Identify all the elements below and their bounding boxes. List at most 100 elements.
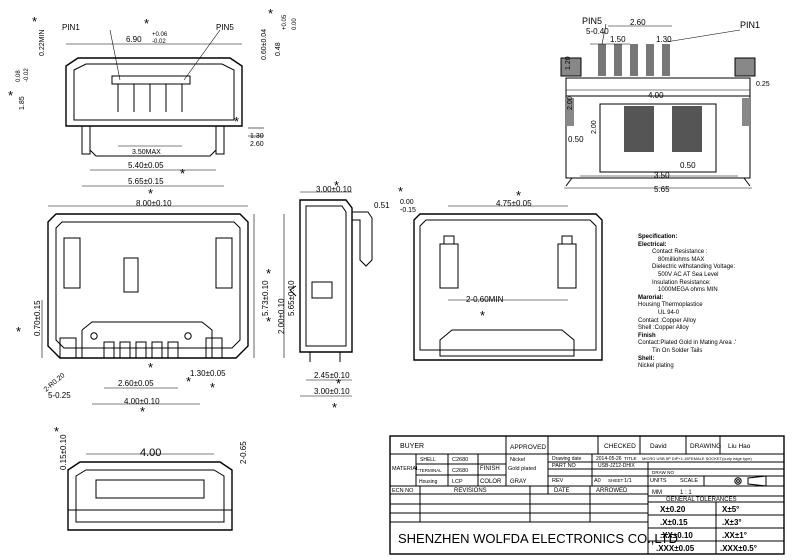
svg-text:SHEET: SHEET <box>608 478 624 483</box>
svg-text:Gold plated: Gold plated <box>508 466 536 472</box>
svg-text:1.20: 1.20 <box>565 56 572 70</box>
svg-text:*: * <box>8 88 13 103</box>
svg-text:+0.06: +0.06 <box>152 32 168 38</box>
title-block: BUYER APPROVED CHECKED David DRAWING Liu… <box>389 435 785 555</box>
svg-text:GENERAL TOLERANCES: GENERAL TOLERANCES <box>666 497 737 503</box>
dim-6-90: 6.90 <box>126 35 142 44</box>
svg-text:PART NO: PART NO <box>552 463 577 469</box>
top-view-inner-shell <box>73 63 235 121</box>
svg-text:TITLE: TITLE <box>624 456 637 461</box>
svg-text:5-0.25: 5-0.25 <box>48 391 71 400</box>
svg-text:1/1: 1/1 <box>624 478 632 484</box>
svg-text:C2680: C2680 <box>452 457 468 463</box>
svg-text:2.45±0.10: 2.45±0.10 <box>314 371 350 380</box>
svg-text:Drawing date: Drawing date <box>552 456 582 462</box>
pcb-pin5-label: PIN5 <box>582 16 602 26</box>
svg-text:1.50: 1.50 <box>610 35 626 44</box>
svg-text:8.00±0.10: 8.00±0.10 <box>136 199 172 208</box>
svg-text:*: * <box>268 6 273 21</box>
svg-text:*: * <box>234 114 239 129</box>
svg-text:DATE: DATE <box>554 488 570 494</box>
svg-text:APPROVED: APPROVED <box>510 444 546 451</box>
svg-text:MM: MM <box>652 490 662 496</box>
svg-text:C2680: C2680 <box>452 468 468 474</box>
svg-text:1.30±0.05: 1.30±0.05 <box>190 369 226 378</box>
svg-text:4.00: 4.00 <box>140 447 161 459</box>
svg-text:2.00: 2.00 <box>591 120 598 134</box>
svg-text:COLOR: COLOR <box>480 479 502 485</box>
svg-text:2.60: 2.60 <box>630 18 646 27</box>
svg-text:-0.02: -0.02 <box>24 68 30 82</box>
svg-text:.X±0.15: .X±0.15 <box>660 518 688 527</box>
svg-text:ARROWED: ARROWED <box>596 488 628 494</box>
svg-text:2-0.60MIN: 2-0.60MIN <box>466 295 504 304</box>
svg-text:5.73±0.10: 5.73±0.10 <box>261 280 270 316</box>
svg-text:*: * <box>54 424 59 439</box>
svg-text:3.50MAX: 3.50MAX <box>132 149 161 156</box>
svg-text:2.00±0.10: 2.00±0.10 <box>277 298 286 334</box>
top-view-tongue <box>111 75 191 85</box>
svg-text:0.15±0.10: 0.15±0.10 <box>59 434 68 470</box>
svg-text:4.75±0.05: 4.75±0.05 <box>496 199 532 208</box>
svg-text:REV: REV <box>552 478 564 484</box>
svg-text:*: * <box>516 188 521 203</box>
svg-text:2.60: 2.60 <box>250 141 264 148</box>
projection-symbol-icon <box>734 477 742 485</box>
svg-text:2.00: 2.00 <box>567 96 574 110</box>
svg-text:GRAY: GRAY <box>510 479 527 485</box>
svg-text:.XXX±0.05: .XXX±0.05 <box>656 544 695 553</box>
svg-text:1 : 1: 1 : 1 <box>680 490 692 496</box>
svg-text:5.65±0.15: 5.65±0.15 <box>128 177 164 186</box>
svg-text:.XX±1°: .XX±1° <box>722 531 747 540</box>
svg-text:0.60±0.04: 0.60±0.04 <box>261 29 268 60</box>
svg-text:*: * <box>210 380 215 395</box>
svg-text:MICRO USB 5P DIP+1.15FEMALE SO: MICRO USB 5P DIP+1.15FEMALE SOCKET(curly… <box>642 456 753 461</box>
svg-text:ECN NO: ECN NO <box>392 488 414 494</box>
svg-text:CHECKED: CHECKED <box>604 443 636 450</box>
svg-text:TERMINAL: TERMINAL <box>419 468 442 473</box>
svg-text:FINISH: FINISH <box>480 466 500 472</box>
svg-text:3.00±0.10: 3.00±0.10 <box>316 185 352 194</box>
svg-text:DRAW NO: DRAW NO <box>652 470 674 475</box>
svg-text:*: * <box>480 308 485 323</box>
svg-text:LCP: LCP <box>452 479 463 485</box>
svg-text:DRAWING: DRAWING <box>690 443 721 450</box>
svg-text:5.40±0.05: 5.40±0.05 <box>128 161 164 170</box>
svg-text:5.65±0.10: 5.65±0.10 <box>287 280 296 316</box>
front-view: 8.00±0.10 0.70±0.15 5.73±0.10 5.65±0.10 … <box>16 186 296 419</box>
svg-text:+0.05: +0.05 <box>282 14 288 30</box>
svg-text:0.08: 0.08 <box>16 70 22 82</box>
svg-text:0.51: 0.51 <box>374 201 390 210</box>
svg-text:BUYER: BUYER <box>400 443 424 450</box>
bottom-view: 4.00 0.15±0.10 2-0.65 * <box>54 424 248 531</box>
svg-text:1.30: 1.30 <box>656 35 672 44</box>
company-name: SHENZHEN WOLFDA ELECTRONICS CO.,LTD <box>398 531 678 546</box>
svg-text:*: * <box>148 360 153 375</box>
svg-text:2.60±0.05: 2.60±0.05 <box>118 379 154 388</box>
svg-text:*: * <box>398 184 403 199</box>
top-view-shell-outline <box>65 57 243 127</box>
svg-text:USB-JZ12-DHIX: USB-JZ12-DHIX <box>598 463 635 469</box>
svg-text:X±0.20: X±0.20 <box>660 505 686 514</box>
svg-text:5-0.40: 5-0.40 <box>586 27 609 36</box>
svg-text:0.00: 0.00 <box>292 18 298 30</box>
svg-text:0.25: 0.25 <box>756 81 770 88</box>
svg-text:3.50: 3.50 <box>654 171 670 180</box>
front-view-shell-outline <box>47 213 249 359</box>
side-view-outline <box>299 199 353 353</box>
svg-text:-0.15: -0.15 <box>400 207 416 214</box>
svg-text:X±5°: X±5° <box>722 505 739 514</box>
pcb-layout-view: PIN5 PIN1 2.60 1.50 5-0.40 1.30 1.20 2.0… <box>560 16 770 194</box>
svg-text:*: * <box>32 14 37 29</box>
svg-text:-0.02: -0.02 <box>152 39 166 45</box>
svg-text:*: * <box>180 166 185 181</box>
rear-view-outline <box>413 213 603 361</box>
svg-text:*: * <box>148 186 153 201</box>
svg-text:SCALE: SCALE <box>680 478 698 484</box>
svg-text:0.50: 0.50 <box>568 135 584 144</box>
svg-text:.XXX±0.5°: .XXX±0.5° <box>720 544 757 553</box>
svg-text:0.22MIN: 0.22MIN <box>39 30 46 56</box>
svg-text:4.00±0.10: 4.00±0.10 <box>124 397 160 406</box>
svg-text:0.50: 0.50 <box>680 161 696 170</box>
svg-text:1.85: 1.85 <box>19 96 26 110</box>
